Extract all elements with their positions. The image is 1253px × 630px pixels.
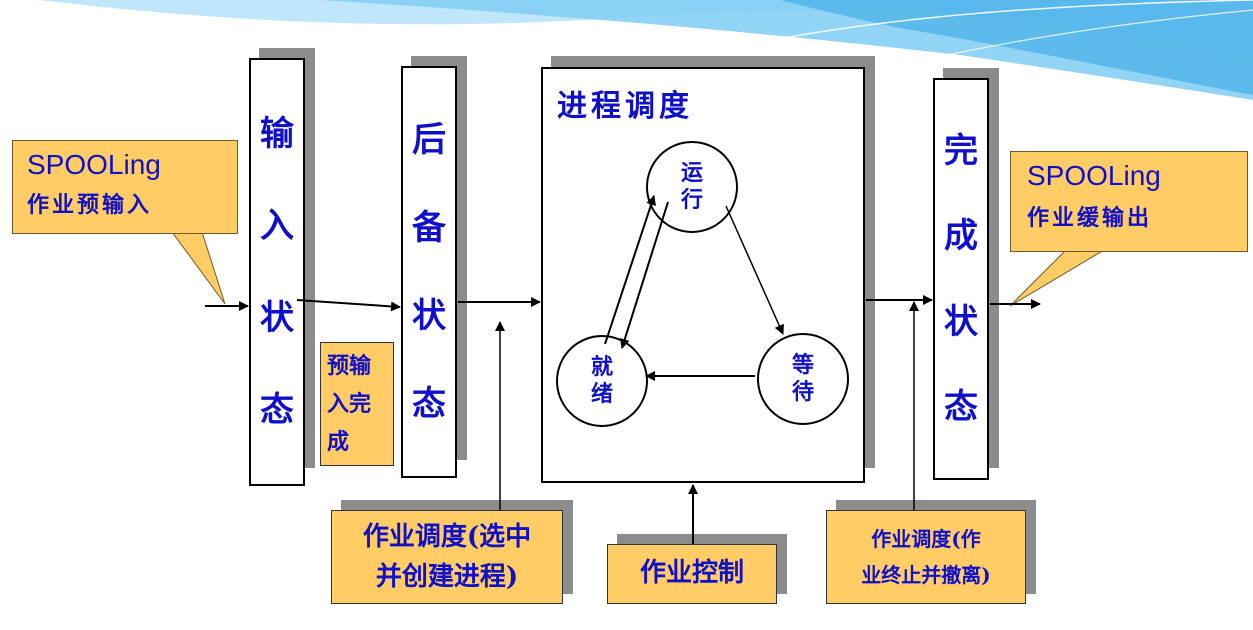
job-schedule-note: 作业调度(选中 并创建进程)	[331, 510, 563, 604]
backup-state-box: 后 备 状 态	[401, 66, 457, 478]
arrow-ready-to-running	[604, 195, 656, 345]
left-spooling-callout: SPOOLing 作业预输入	[12, 140, 238, 234]
backup-state-char: 备	[412, 208, 446, 248]
waiting-char: 等	[791, 351, 814, 378]
job-terminate-line: 业终止并撤离)	[861, 563, 991, 587]
waiting-char: 待	[791, 379, 814, 405]
left-callout-title: SPOOLing	[27, 149, 161, 180]
waiting-state-circle: 等 待	[757, 333, 849, 425]
preinput-done-note: 预输 入完 成	[320, 342, 394, 466]
running-char: 运	[680, 159, 703, 186]
input-state-char: 状	[260, 298, 294, 338]
preinput-done-line: 成	[327, 429, 350, 455]
job-terminate-note: 作业调度(作 业终止并撤离)	[826, 510, 1026, 604]
ready-state-circle: 就 绪	[556, 335, 648, 427]
running-char: 行	[680, 187, 703, 213]
input-state-char: 输	[260, 114, 294, 154]
job-control-note: 作业控制	[607, 544, 777, 604]
running-state-circle: 运 行	[646, 141, 738, 233]
backup-state-char: 后	[412, 120, 446, 160]
job-schedule-line: 作业调度(选中	[362, 522, 532, 552]
preinput-done-line: 入完	[327, 391, 372, 417]
input-state-char: 态	[260, 390, 294, 430]
done-state-char: 成	[944, 216, 978, 257]
done-state-char: 状	[944, 301, 978, 342]
process-scheduling-title: 进程调度	[557, 89, 693, 124]
job-terminate-line: 作业调度(作	[871, 527, 981, 551]
ready-char: 绪	[590, 381, 613, 407]
right-callout-title: SPOOLing	[1027, 160, 1161, 191]
left-callout-subtitle: 作业预输入	[27, 192, 153, 218]
preinput-done-line: 预输	[327, 353, 372, 379]
input-state-char: 入	[260, 206, 294, 246]
right-spooling-callout: SPOOLing 作业缓输出	[1010, 151, 1248, 252]
done-state-char: 态	[944, 387, 978, 428]
job-control-label: 作业控制	[639, 558, 744, 588]
ready-char: 就	[590, 353, 613, 380]
arrow-input-to-backup	[296, 299, 401, 312]
backup-state-char: 态	[412, 384, 446, 424]
right-callout-subtitle: 作业缓输出	[1027, 205, 1153, 231]
backup-state-char: 状	[412, 296, 446, 336]
process-scheduling-box: 进程调度 运 行 就 绪 等 待	[541, 67, 865, 483]
done-state-box: 完 成 状 态	[933, 78, 989, 480]
job-schedule-line: 并创建进程)	[375, 562, 519, 592]
input-state-box: 输 入 状 态	[249, 58, 305, 486]
done-state-char: 完	[944, 130, 978, 171]
arrow-running-to-waiting	[725, 205, 784, 335]
arrow-running-to-ready	[619, 201, 669, 349]
